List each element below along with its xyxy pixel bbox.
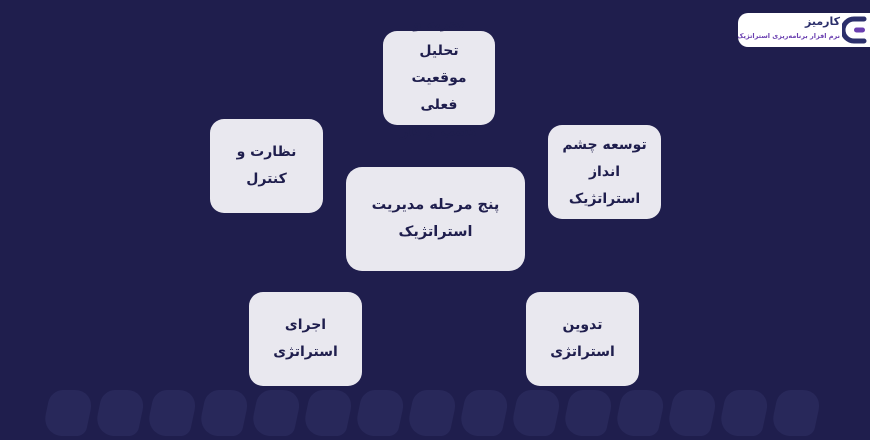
brand-tagline: نرم افزار برنامه‌ریزی استراتژیک: [738, 32, 840, 40]
step-node-label: توسعه چشم انداز استراتژیک: [562, 136, 647, 207]
step-node-label: اجرای استراتژی: [273, 317, 338, 360]
brand-name: کارمیز: [804, 15, 840, 28]
background-pattern: [40, 388, 840, 440]
step-node-analysis: تجزیه و تحلیل موقعیت فعلی کسب و کار: [383, 16, 495, 140]
step-node-label: تجزیه و تحلیل موقعیت فعلی کسب و کار: [400, 15, 478, 140]
step-node-label: نظارت و کنترل: [236, 144, 297, 187]
step-node-formulation: تدوین استراتژی: [526, 292, 639, 386]
center-node: پنج مرحله مدیریت استراتژیک: [346, 167, 525, 271]
brand-mark-icon: [842, 16, 867, 44]
step-node-control: نظارت و کنترل: [210, 119, 323, 213]
brand-logo[interactable]: کارمیز نرم افزار برنامه‌ریزی استراتژیک: [738, 13, 870, 47]
step-node-vision: توسعه چشم انداز استراتژیک: [548, 125, 661, 219]
step-node-implementation: اجرای استراتژی: [249, 292, 362, 386]
center-node-label: پنج مرحله مدیریت استراتژیک: [371, 197, 500, 240]
step-node-label: تدوین استراتژی: [550, 317, 615, 360]
